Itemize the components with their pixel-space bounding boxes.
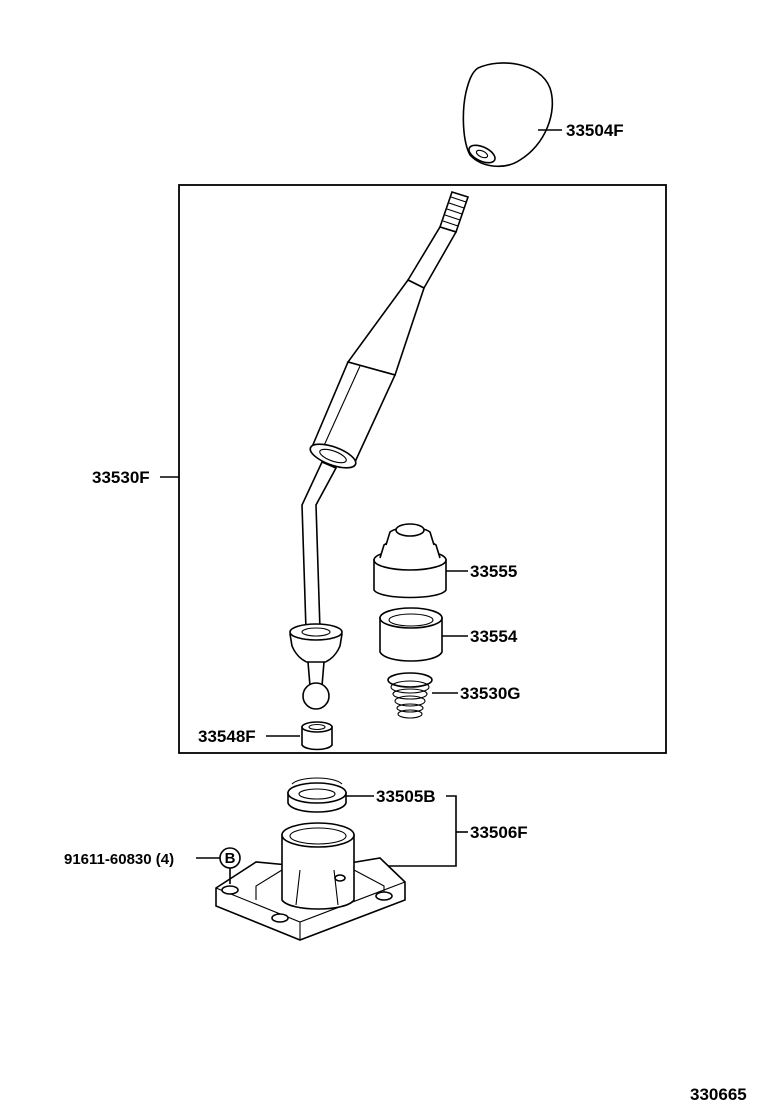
figure-number: 330665 bbox=[690, 1085, 747, 1104]
label-knob: 33504F bbox=[566, 121, 624, 140]
label-spring: 33530G bbox=[460, 684, 521, 703]
bushing-part bbox=[301, 721, 333, 751]
label-retainer: 33554 bbox=[470, 627, 518, 646]
housing-part bbox=[215, 822, 406, 941]
seat-part bbox=[287, 777, 347, 813]
bolt-marker-letter: B bbox=[225, 850, 236, 867]
label-boot-upper: 33555 bbox=[470, 562, 517, 581]
label-lever-assy: 33530F bbox=[92, 468, 150, 487]
label-housing-assy: 33506F bbox=[470, 823, 528, 842]
retainer-part bbox=[379, 607, 443, 662]
label-seat: 33505B bbox=[376, 787, 436, 806]
shift-knob-part bbox=[462, 62, 554, 168]
lever-assembly-box bbox=[178, 184, 667, 754]
spring-part bbox=[387, 672, 433, 719]
label-bolt: 91611-60830 (4) bbox=[64, 851, 174, 868]
shift-lever-part bbox=[289, 191, 470, 710]
label-bushing: 33548F bbox=[198, 727, 256, 746]
boot-part bbox=[373, 523, 447, 599]
